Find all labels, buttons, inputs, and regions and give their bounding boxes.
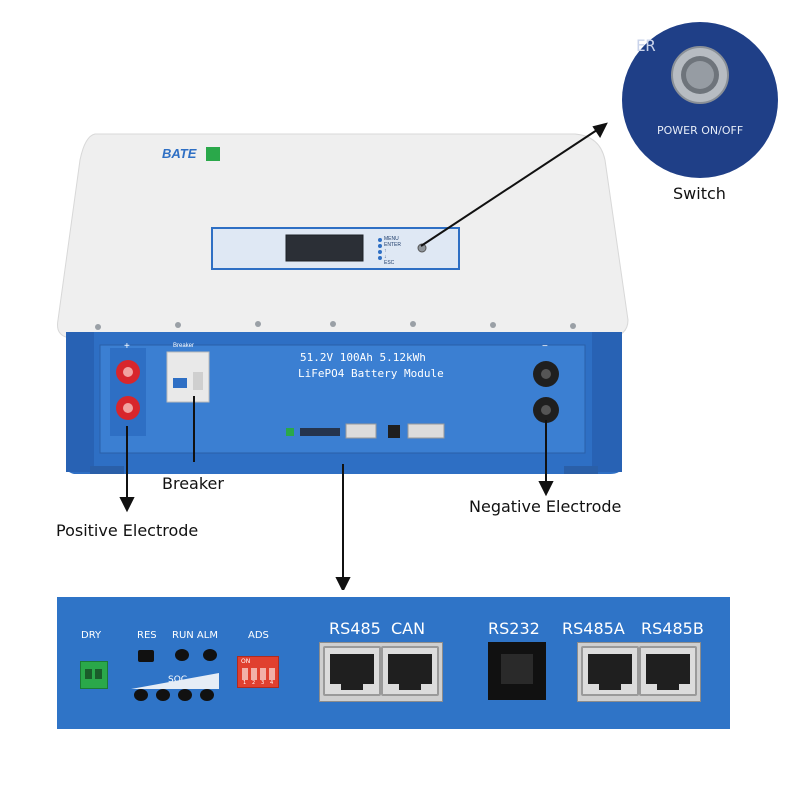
breaker-unit (166, 351, 210, 403)
down-label: ↓ (384, 254, 387, 260)
soc-led-1 (134, 689, 148, 701)
rs485a-label: RS485A (562, 619, 625, 638)
soc-led-4 (200, 689, 214, 701)
soc-led-3 (178, 689, 192, 701)
blue-body-side-left (66, 332, 94, 472)
power-button-small (417, 243, 427, 253)
soc-indicator-graphic (131, 673, 219, 689)
soc-label: SOC (168, 675, 188, 685)
negative-mark: − (542, 341, 548, 352)
dip-num-1: 1 (243, 680, 247, 686)
breaker-callout: Breaker (162, 474, 224, 493)
power-on-off-label: POWER ON/OFF (657, 124, 744, 137)
switch-callout: Switch (673, 184, 726, 203)
control-button-labels: MENU ENTER ↑ ↓ ESC (384, 236, 401, 266)
enter-label: ENTER (384, 242, 401, 248)
positive-mark: + (124, 341, 130, 352)
res-label: RES (137, 630, 157, 641)
breaker-tag: Breaker (173, 343, 195, 349)
spec-label-line1: 51.2V 100Ah 5.12kWh (300, 351, 426, 364)
dry-contact-connector (80, 661, 108, 689)
negative-electrode-callout: Negative Electrode (469, 497, 622, 516)
negative-terminals (533, 361, 559, 423)
can-port[interactable] (381, 646, 439, 696)
lcd-screen (285, 234, 364, 262)
rs485-port[interactable] (323, 646, 381, 696)
rs232-label: RS232 (488, 619, 540, 638)
run-alm-label: RUN ALM (172, 630, 218, 641)
menu-label: MENU (384, 236, 399, 242)
esc-label: ESC (384, 260, 395, 266)
positive-terminals (110, 348, 146, 436)
switch-zoom (622, 22, 778, 178)
rs485a-port[interactable] (581, 646, 639, 696)
positive-electrode-callout: Positive Electrode (56, 521, 199, 540)
ads-label: ADS (248, 630, 269, 641)
rs232-port[interactable] (488, 642, 546, 700)
dip-num-3: 3 (261, 680, 265, 686)
soc-led-2 (156, 689, 170, 701)
rs485b-port[interactable] (639, 646, 697, 696)
up-label: ↑ (384, 248, 387, 254)
reset-button[interactable] (138, 650, 154, 662)
rs485b-label: RS485B (641, 619, 704, 638)
rs485-can-label: RS485 CAN (329, 619, 426, 638)
dip-num-4: 4 (270, 680, 274, 686)
spec-label-line2: LiFePO4 Battery Module (298, 367, 444, 380)
dip-num-2: 2 (252, 680, 256, 686)
dry-label: DRY (81, 630, 102, 641)
alarm-led (203, 649, 217, 661)
run-led (175, 649, 189, 661)
brand-logo: BATE (162, 146, 197, 161)
blue-body-side-right (592, 332, 622, 472)
dip-on-label: ON (241, 658, 251, 665)
ads-dip-switch[interactable]: ON 1 2 3 4 (237, 656, 279, 688)
switch-corner-text: ER (636, 36, 656, 55)
port-panel-zoom: DRY RES RUN ALM ADS SOC ON 1 2 3 4 RS485… (57, 597, 730, 729)
battery-module (57, 122, 629, 590)
